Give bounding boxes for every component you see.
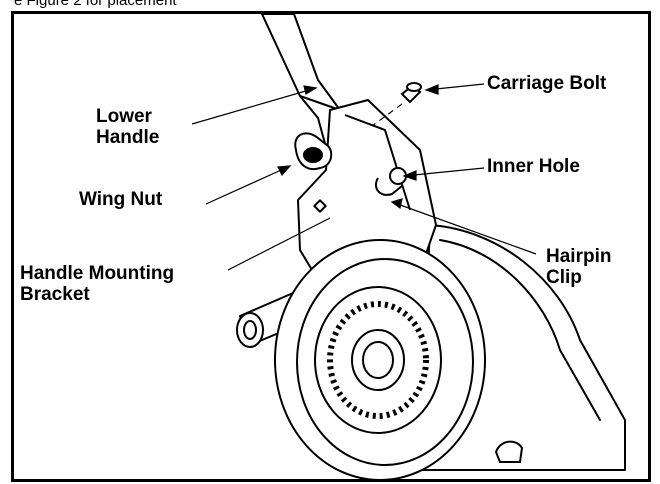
leader-mounting-bracket bbox=[227, 217, 331, 271]
deck-contour bbox=[439, 239, 601, 421]
carriage-bolt-part bbox=[400, 82, 422, 104]
figure-caption: e Figure 2 for placement bbox=[14, 0, 177, 9]
label-wing-nut: Wing Nut bbox=[79, 189, 163, 210]
label-mounting-bracket: Handle Mounting Bracket bbox=[20, 263, 175, 305]
wheel bbox=[274, 239, 486, 481]
axle-tube-end bbox=[236, 312, 264, 348]
label-carriage-bolt: Carriage Bolt bbox=[487, 73, 607, 94]
wing-nut-part bbox=[294, 132, 333, 170]
leader-inner-hole bbox=[403, 167, 485, 177]
label-hairpin-clip: Hairpin Clip bbox=[546, 246, 612, 288]
label-lower-handle: Lower Handle bbox=[96, 106, 160, 148]
bracket-slot bbox=[313, 199, 327, 213]
label-inner-hole: Inner Hole bbox=[487, 156, 580, 177]
leader-wing-nut bbox=[205, 165, 291, 205]
deck-latch bbox=[494, 440, 524, 463]
leader-lower-handle bbox=[191, 87, 317, 125]
leader-hairpin-clip bbox=[391, 201, 537, 255]
